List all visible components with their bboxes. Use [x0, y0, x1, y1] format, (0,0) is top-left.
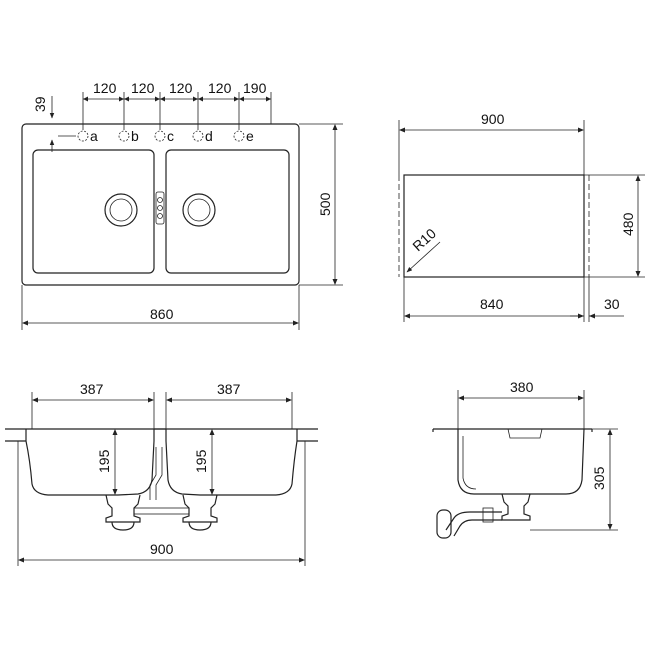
hole-offset-label: 39 [32, 96, 48, 112]
front-left-drain [105, 494, 141, 523]
radius-dimension: R10 [406, 225, 441, 273]
trap-bend [436, 509, 452, 539]
overflow-slot [155, 191, 165, 225]
tap-hole-label-b: b [131, 128, 139, 144]
side-drain [501, 493, 531, 521]
spacing-dimension: 120 120 120 120 190 [82, 80, 272, 130]
right-drain-inner [187, 198, 211, 222]
front-right-bowl [165, 429, 298, 496]
radius-label: R10 [409, 225, 439, 254]
tap-hole-label-e: e [246, 128, 254, 144]
side-width-dimension: 380 [457, 379, 585, 429]
left-drain [104, 193, 138, 227]
top-view: a b c d e 120 120 120 120 190 [21, 80, 343, 330]
tap-hole-label-c: c [167, 128, 174, 144]
width-dimension: 860 [21, 285, 300, 330]
sink-outline [21, 123, 300, 286]
cutout-height-label: 480 [620, 212, 636, 236]
width-label: 860 [150, 306, 174, 322]
right-bowl-width-label: 387 [217, 381, 241, 397]
tap-hole-label-d: d [205, 128, 213, 144]
outer-width-label: 900 [481, 111, 505, 127]
left-bowl-width-label: 387 [80, 381, 104, 397]
left-drain-inner [109, 198, 133, 222]
side-depth-label: 305 [591, 466, 607, 490]
outer-width-dimension: 900 [398, 111, 585, 175]
left-trap [111, 521, 135, 531]
height-label: 500 [317, 192, 333, 216]
spacing-label-3: 120 [169, 80, 193, 96]
tap-hole-c [154, 130, 166, 142]
left-bowl-depth-label: 195 [96, 449, 112, 473]
tap-hole-label-a: a [90, 128, 98, 144]
front-right-drain [182, 494, 218, 523]
overflow-dot [157, 197, 163, 203]
overall-width-dimension: 900 [17, 520, 306, 566]
spacing-label-2: 120 [131, 80, 155, 96]
overflow-dot [157, 205, 163, 211]
front-section-view: 387 387 195 195 900 [5, 381, 318, 566]
overflow-pipe [149, 447, 163, 500]
spacing-label-4: 120 [208, 80, 232, 96]
right-bowl-depth-label: 195 [193, 449, 209, 473]
tap-hole-e [233, 130, 245, 142]
left-bowl [32, 149, 155, 274]
cutout-rectangle [403, 174, 585, 278]
tap-hole-a [77, 130, 89, 142]
side-bowl-inner [462, 436, 477, 490]
rim-label: 30 [604, 296, 620, 312]
cutout-height-dimension: 480 [584, 174, 645, 278]
trap-nut [482, 507, 494, 523]
tap-hole-d [192, 130, 204, 142]
overall-width-label: 900 [150, 541, 174, 557]
bowl-width-dimensions: 387 387 [31, 381, 293, 429]
right-trap [188, 521, 212, 531]
spacing-label-5: 190 [243, 80, 267, 96]
spacing-label-1: 120 [93, 80, 117, 96]
side-trap-pipe [445, 511, 502, 537]
drain-connector [133, 507, 190, 515]
side-bowl [457, 428, 585, 495]
bowl-depth-dimensions: 195 195 [96, 429, 215, 495]
height-dimension: 500 [299, 123, 343, 286]
inner-width-dimension: 840 30 [403, 277, 624, 322]
cutout-view: 900 480 R10 840 30 [398, 111, 645, 322]
overflow-dot [157, 213, 163, 219]
right-bowl [165, 149, 290, 274]
front-left-bowl [25, 429, 155, 496]
side-depth-dimension: 305 [530, 428, 618, 531]
right-drain [182, 193, 216, 227]
tap-hole-b [118, 130, 130, 142]
side-section-view: 380 305 [432, 379, 618, 539]
inner-width-label: 840 [480, 296, 504, 312]
hole-offset-dimension: 39 [32, 96, 60, 152]
side-width-label: 380 [510, 379, 534, 395]
overflow-slot-side [507, 428, 543, 439]
